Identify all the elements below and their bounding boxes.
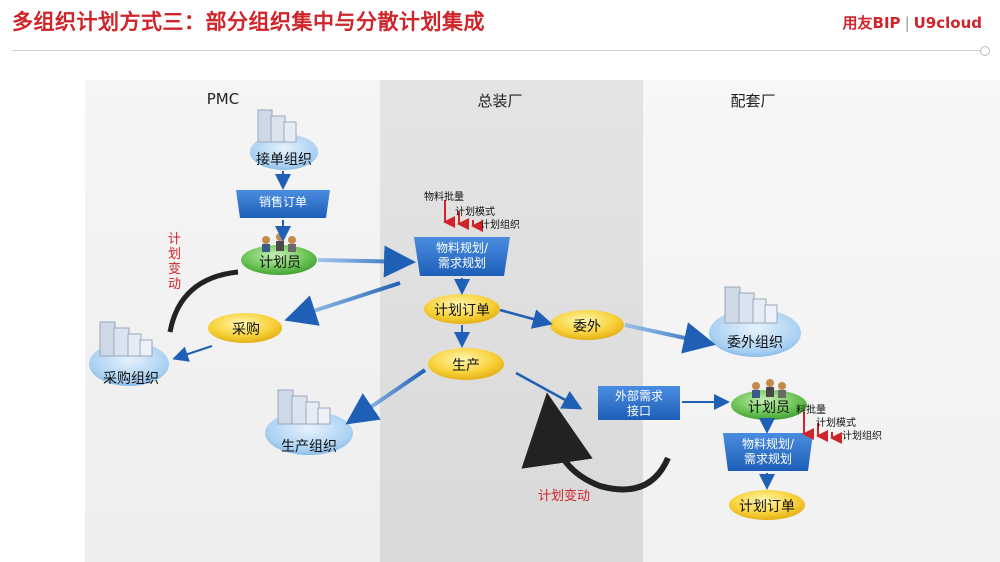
plan-order-sup-ellipse (729, 490, 805, 520)
mrp-mid-box (414, 237, 510, 276)
external-demand-line1: 外部需求 (614, 389, 663, 403)
production-org-label: 生产组织 (281, 439, 337, 455)
column-header-pmc: PMC (206, 90, 240, 108)
order-org-icon (250, 109, 318, 170)
plan-order-sup-label: 计划订单 (739, 499, 795, 515)
column-supplier-background (643, 80, 1000, 562)
divider-end-dot (980, 46, 990, 56)
column-header-assembly: 总装厂 (477, 92, 523, 110)
plan-order-mid-label: 计划订单 (434, 303, 490, 319)
planner-pmc-label: 计划员 (259, 255, 301, 271)
param-arrows-mid (443, 200, 483, 232)
production-label: 生产 (452, 358, 480, 374)
plan-change-label-left: 计 划 变 动 (168, 232, 181, 292)
external-demand-label: 外部需求接口 (598, 389, 680, 419)
page-title: 多组织计划方式三：部分组织集中与分散计划集成 (12, 10, 485, 34)
column-header-supplier: 配套厂 (730, 92, 776, 110)
header-divider (12, 50, 988, 51)
external-demand-box (598, 386, 680, 420)
flow-arrows (172, 171, 775, 490)
planner-pmc-ellipse (241, 245, 317, 275)
mrp-mid-label: 物料规划/需求规划 (414, 241, 510, 271)
plan-change-left-char2: 划 (168, 247, 182, 262)
param-sup-mode: 计划模式 (816, 418, 856, 429)
plan-change-left-char4: 动 (168, 277, 182, 292)
logo-sub: U9cloud (913, 14, 982, 32)
production-ellipse (428, 348, 504, 380)
external-demand-line2: 接口 (626, 404, 651, 418)
plan-change-curve-bottom (521, 392, 671, 493)
planner-pmc-people-icon (262, 233, 296, 252)
brand-logo: 用友BIP|U9cloud (843, 12, 982, 33)
purchase-ellipse (208, 313, 282, 343)
mrp-sup-line1: 物料规划/ (741, 437, 795, 451)
param-mid-mode: 计划模式 (455, 207, 495, 218)
planner-sup-label: 计划员 (748, 400, 790, 416)
param-mid-org: 计划组织 (480, 220, 520, 231)
purchase-org-icon (89, 321, 169, 386)
planner-sup-ellipse (731, 390, 807, 420)
outsource-ellipse (550, 310, 624, 340)
mrp-mid-line2: 需求规划 (437, 256, 486, 270)
param-sup-batch: 料批量 (796, 405, 826, 416)
logo-separator: | (904, 14, 910, 32)
param-arrows-sup (802, 412, 842, 444)
mrp-sup-box (723, 433, 813, 471)
plan-order-mid-ellipse (424, 294, 500, 324)
sales-order-label: 销售订单 (258, 195, 307, 209)
mrp-mid-line1: 物料规划/ (435, 241, 489, 255)
order-org-label: 接单组织 (256, 152, 312, 168)
production-org-icon (265, 389, 353, 455)
plan-change-left-char3: 变 (168, 262, 182, 277)
logo-main: 用友BIP (842, 14, 901, 32)
planner-sup-people-icon (752, 379, 786, 398)
plan-change-label-bottom: 计划变动 (538, 489, 591, 504)
mrp-sup-line2: 需求规划 (743, 452, 792, 466)
param-sup-org: 计划组织 (842, 431, 882, 442)
plan-change-curve-left (167, 269, 239, 333)
purchase-org-label: 采购组织 (103, 371, 159, 387)
sales-order-box (236, 190, 330, 218)
purchase-label: 采购 (232, 322, 260, 338)
param-mid-batch: 物料批量 (424, 192, 464, 203)
outsource-org-label: 委外组织 (727, 335, 783, 351)
outsource-org-icon (709, 286, 801, 357)
outsource-label: 委外 (573, 319, 601, 335)
mrp-sup-label: 物料规划/需求规划 (723, 437, 813, 467)
plan-change-left-char1: 计 (168, 232, 182, 247)
